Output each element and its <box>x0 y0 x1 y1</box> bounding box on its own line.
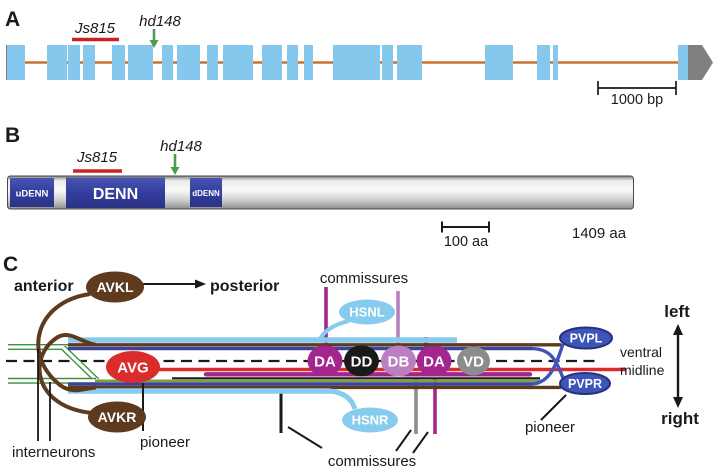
avkl-label: AVKL <box>96 279 134 295</box>
pvp-cross-down <box>531 346 565 379</box>
pioneer-avg-label: pioneer <box>140 434 190 451</box>
udenn-domain <box>10 178 54 207</box>
vd-label: VD <box>463 354 484 371</box>
gene-end-arrow <box>688 45 713 80</box>
hd148-arrowhead-protein <box>170 167 180 175</box>
neuron-avkl <box>86 271 144 303</box>
exon <box>382 45 393 80</box>
avkr-label: AVKR <box>98 409 137 425</box>
hsnr-neurite <box>329 388 358 410</box>
js815-label-gene: Js815 <box>74 20 116 37</box>
exon <box>177 45 200 80</box>
commissures-bottom-pointer-3 <box>412 431 429 454</box>
hsnl-label: HSNL <box>349 305 384 320</box>
neuron-da1 <box>307 345 343 377</box>
avkl-axon-arc <box>36 292 97 393</box>
neuron-dd <box>344 345 379 377</box>
green-tube-diagonal-core <box>61 346 99 382</box>
pvpl-label: PVPL <box>570 332 603 346</box>
exon <box>262 45 282 80</box>
neuron-da2 <box>416 345 452 377</box>
hd148-label-protein: hd148 <box>160 138 202 155</box>
hd148-arrowhead-gene <box>149 40 159 48</box>
exon <box>207 45 218 80</box>
avkr-axon-arc <box>37 333 97 415</box>
neuron-hsnr <box>342 407 398 433</box>
posterior-label: posterior <box>210 278 279 295</box>
interneuron-axons <box>8 344 100 384</box>
da2-label: DA <box>423 354 445 371</box>
protein-model-panel: B uDENN DENN dDENN Js815 hd148 100 aa 14… <box>5 124 634 250</box>
interneurons-label: interneurons <box>12 444 95 461</box>
ventral-label: ventral <box>620 344 662 360</box>
exon <box>68 45 80 80</box>
exon <box>7 45 25 80</box>
neuron-pvpr <box>559 372 611 395</box>
scalebar-label-aa: 100 aa <box>444 234 489 250</box>
exon <box>553 45 558 80</box>
commissures-bottom-pointer-1 <box>287 426 323 449</box>
avg-label: AVG <box>117 360 148 377</box>
js815-label-protein: Js815 <box>76 149 118 166</box>
exon <box>333 45 380 80</box>
exon <box>112 45 125 80</box>
exon <box>47 45 67 80</box>
protein-length-label: 1409 aa <box>572 225 627 242</box>
denn-domain <box>66 177 165 208</box>
commissures-bottom-pointer-2 <box>395 429 412 452</box>
denn-label: DENN <box>93 186 138 203</box>
neuron-pvpl <box>559 326 613 350</box>
ddenn-domain <box>190 178 222 207</box>
arrowhead-right <box>673 397 683 408</box>
hsnr-label: HSNR <box>352 413 389 428</box>
exon <box>162 45 173 80</box>
commissures-top-label: commissures <box>320 270 408 287</box>
arrowhead-posterior <box>195 279 206 289</box>
neuron-vd <box>457 346 490 376</box>
pioneer-pvp-label: pioneer <box>525 419 575 436</box>
ddenn-label: dDENN <box>192 189 220 198</box>
exon <box>678 45 688 80</box>
exon <box>83 45 95 80</box>
exon <box>128 45 153 80</box>
pvpr-label: PVPR <box>568 377 602 391</box>
exon <box>287 45 298 80</box>
neuron-cell-bodies: AVKL AVKR AVG HSNL HSNR DA DD DB DA VD P… <box>86 271 613 433</box>
exon <box>223 45 253 80</box>
exon <box>485 45 513 80</box>
udenn-label: uDENN <box>16 189 49 200</box>
right-label: right <box>661 409 699 428</box>
exon <box>537 45 550 80</box>
anterior-label: anterior <box>14 278 74 295</box>
left-label: left <box>664 302 690 321</box>
panel-b-letter: B <box>5 124 20 147</box>
neuron-avkr <box>88 401 146 433</box>
arrowhead-left <box>673 324 683 335</box>
neuron-schematic-panel: C anterior posterior commissures <box>3 253 699 470</box>
panel-c-letter: C <box>3 253 18 276</box>
neuron-db <box>381 345 416 377</box>
hsnl-neurite <box>318 318 350 341</box>
db-label: DB <box>388 354 410 371</box>
gene-model-panel: A Js815 hd148 1000 bp <box>5 8 713 108</box>
neuron-hsnl <box>339 299 395 325</box>
scalebar-label-bp: 1000 bp <box>611 92 663 108</box>
commissures-bottom-label: commissures <box>328 453 416 470</box>
midline-label: midline <box>620 362 665 378</box>
pioneer-pvp-pointer <box>540 394 567 421</box>
exon <box>304 45 313 80</box>
panel-a-letter: A <box>5 8 20 31</box>
hd148-label-gene: hd148 <box>139 13 181 30</box>
dd-label: DD <box>351 354 373 371</box>
pvp-cross-up <box>531 343 565 386</box>
exon <box>397 45 422 80</box>
neuron-avg <box>106 351 160 383</box>
da1-label: DA <box>314 354 336 371</box>
exon-group <box>7 45 688 80</box>
